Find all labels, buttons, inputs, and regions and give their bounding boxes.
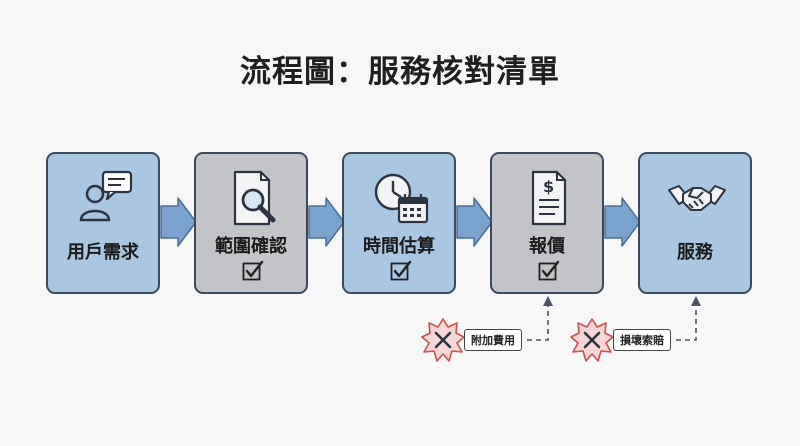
dollar-document-icon: $ <box>531 170 567 226</box>
checkbox-checked-icon <box>242 260 264 281</box>
document-magnifier-icon <box>233 170 276 226</box>
step-user-request: 用戶需求 <box>46 152 160 294</box>
svg-text:$: $ <box>543 177 554 196</box>
risk-damage-claims: 損壞索賠 <box>613 329 671 351</box>
x-burst-icon <box>421 318 465 362</box>
step-service: 服務 <box>638 152 752 294</box>
arrow-2-3 <box>308 197 345 247</box>
arrow-4-5 <box>604 197 641 247</box>
checkbox-checked-icon <box>390 260 412 281</box>
user-speech-bubble-icon <box>79 170 133 222</box>
step-label: 用戶需求 <box>67 242 139 263</box>
step-label: 時間估算 <box>363 236 435 257</box>
diagram-title: 流程圖：服務核對清單 <box>240 54 560 90</box>
step-label: 服務 <box>677 242 713 263</box>
step-label: 範圍確認 <box>215 236 287 257</box>
x-burst-icon <box>570 318 614 362</box>
step-time-estimate: 時間估算 <box>342 152 456 294</box>
risk-extra-fees: 附加費用 <box>464 329 522 351</box>
risk-connector-2 <box>676 304 697 341</box>
checkbox-checked-icon <box>538 260 560 281</box>
risk-connector-1 <box>527 304 549 341</box>
step-scope-confirm: 範圍確認 <box>194 152 308 294</box>
step-label: 報價 <box>529 236 565 257</box>
step-quotation: $ 報價 <box>490 152 604 294</box>
arrow-1-2 <box>160 197 197 247</box>
arrow-3-4 <box>456 197 493 247</box>
handshake-icon <box>668 185 726 211</box>
clock-calendar-icon <box>374 173 429 224</box>
